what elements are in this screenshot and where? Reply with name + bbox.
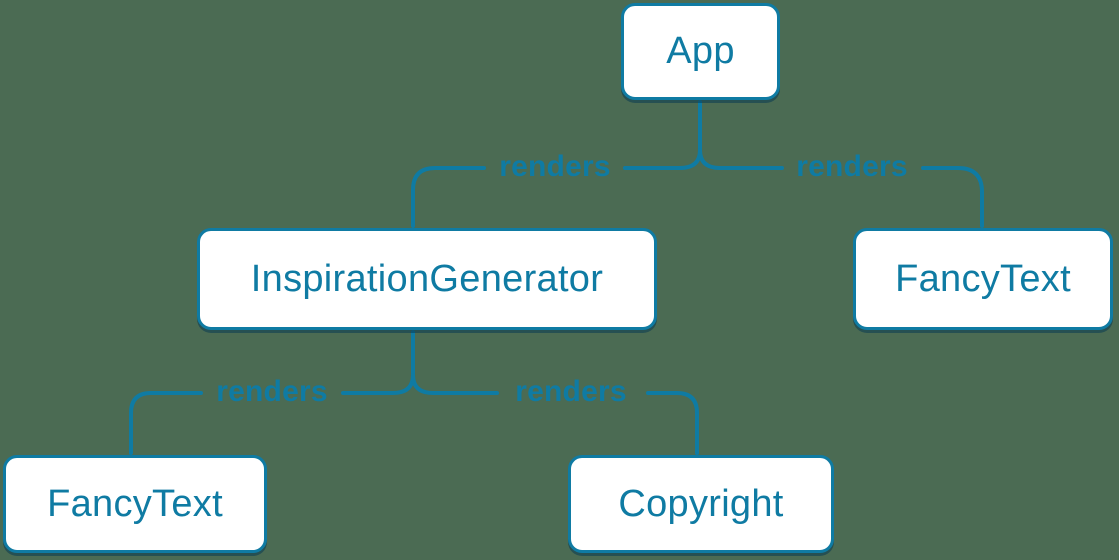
edge-ig-to-fancytext-right-segment (341, 373, 415, 395)
edge-ig-to-copyright-left-segment (411, 373, 499, 395)
edge-app-to-ig-left-segment (411, 166, 486, 228)
edge-label-app-inspiration-generator: renders (499, 150, 611, 183)
node-fancy-text-right-label: FancyText (895, 257, 1071, 300)
edge-label-ig-copyright: renders (515, 375, 627, 408)
edge-app-to-fancytext-right-segment (921, 166, 984, 228)
node-inspiration-generator-label: InspirationGenerator (250, 257, 604, 300)
edge-label-ig-fancy-text: renders (216, 375, 328, 408)
node-copyright: Copyright (568, 455, 834, 553)
node-copyright-label: Copyright (618, 482, 784, 525)
edge-app-to-ig-right-segment (623, 148, 702, 170)
edge-ig-to-copyright-right-segment (646, 391, 699, 455)
node-app-label: App (666, 30, 735, 72)
node-fancy-text-bottom-left-label: FancyText (47, 482, 223, 525)
edge-app-to-fancytext-left-segment (698, 148, 784, 170)
node-fancy-text-bottom-left: FancyText (3, 455, 267, 553)
node-inspiration-generator: InspirationGenerator (197, 228, 657, 330)
node-app: App (621, 3, 780, 100)
node-fancy-text-right: FancyText (853, 228, 1113, 330)
edge-label-app-fancy-text: renders (796, 150, 908, 183)
edge-ig-to-fancytext-left-segment (129, 391, 203, 455)
